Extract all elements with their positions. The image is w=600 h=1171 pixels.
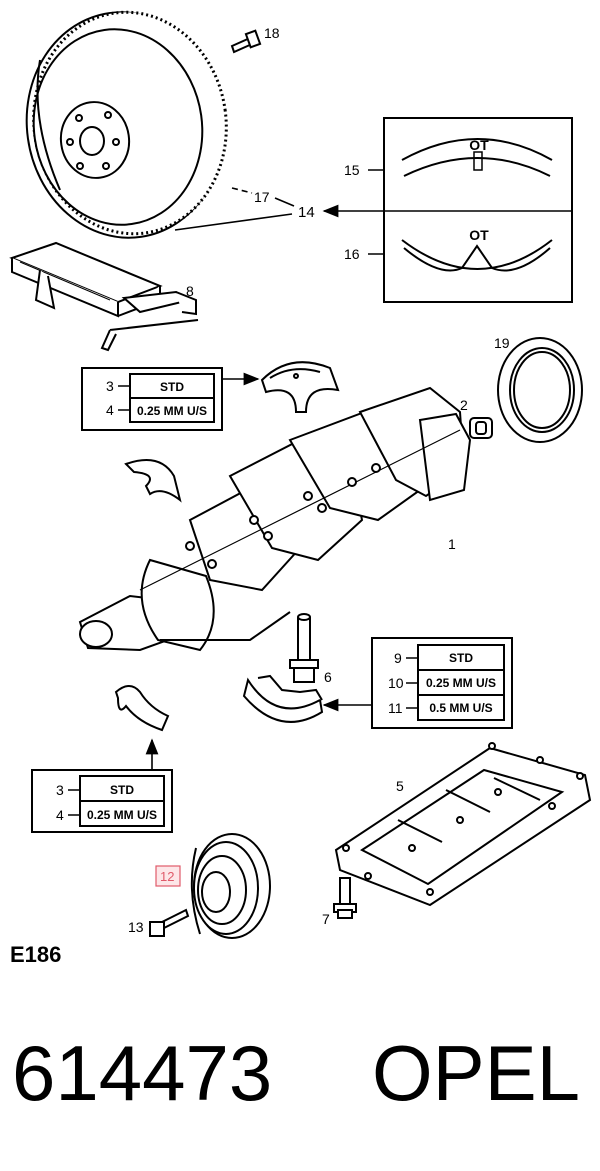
callout-1: 1	[448, 536, 456, 552]
main-table-spec-2: 0.25 MM U/S	[426, 676, 496, 690]
callout-15: 15	[344, 162, 360, 178]
upper-table-ref-1: 3	[106, 378, 114, 394]
sealant-tube-drawing	[9, 241, 199, 352]
loose-bearing-shell	[124, 459, 182, 503]
ladder-bolt	[333, 877, 357, 919]
callout-16: 16	[344, 246, 360, 262]
lower-table-spec-1: STD	[110, 783, 134, 797]
bottom-caption: 614473 OPEL	[12, 1025, 592, 1121]
lower-bearing-size-table	[31, 769, 173, 833]
main-cap-bolt	[289, 613, 319, 683]
timing-mark-top: OT	[469, 137, 489, 153]
callout-12: 12	[160, 869, 174, 884]
diagram-code: E186	[10, 942, 62, 967]
callout-12-highlight	[155, 865, 181, 887]
lower-table-ref-2: 4	[56, 807, 64, 823]
main-table-ref-1: 9	[394, 650, 402, 666]
lower-table-spec-2: 0.25 MM U/S	[87, 808, 157, 822]
callout-7: 7	[322, 911, 330, 927]
crankcase-ladder	[334, 742, 592, 907]
lower-table-ref-1: 3	[56, 782, 64, 798]
timing-mark-bottom: OT	[469, 227, 489, 243]
lower-bearing-shell	[114, 685, 170, 732]
rear-oil-seal	[497, 337, 583, 443]
balancer-bolt	[149, 908, 190, 937]
part-number: 614473	[12, 1029, 273, 1117]
flywheel-drawing	[25, 10, 228, 239]
flywheel-bolt	[230, 29, 262, 54]
upper-table-spec-2: 0.25 MM U/S	[137, 404, 207, 418]
main-table-spec-3: 0.5 MM U/S	[429, 701, 492, 715]
brand-name: OPEL	[371, 1029, 581, 1117]
upper-table-ref-2: 4	[106, 402, 114, 418]
pilot-bearing	[469, 417, 493, 439]
upper-bearing-shell	[260, 361, 340, 413]
callout-6: 6	[324, 669, 332, 685]
crankshaft-drawing	[78, 386, 472, 652]
main-cap-bearing-size-table	[371, 637, 513, 729]
main-table-ref-2: 10	[388, 675, 404, 691]
main-table-ref-3: 11	[388, 700, 403, 716]
upper-table-spec-1: STD	[160, 380, 184, 394]
callout-19: 19	[494, 335, 510, 351]
upper-bearing-size-table	[81, 367, 223, 431]
main-table-spec-1: STD	[449, 651, 473, 665]
main-cap-bearing-shell	[242, 674, 324, 723]
harmonic-balancer	[190, 833, 271, 939]
callout-14: 14	[298, 204, 315, 221]
callout-13: 13	[128, 919, 144, 935]
callout-8: 8	[186, 283, 194, 299]
callout-5: 5	[396, 778, 404, 794]
timing-mark-panel	[368, 117, 573, 303]
callout-2: 2	[460, 397, 468, 413]
callout-17: 17	[254, 189, 270, 205]
callout-18: 18	[264, 25, 280, 41]
